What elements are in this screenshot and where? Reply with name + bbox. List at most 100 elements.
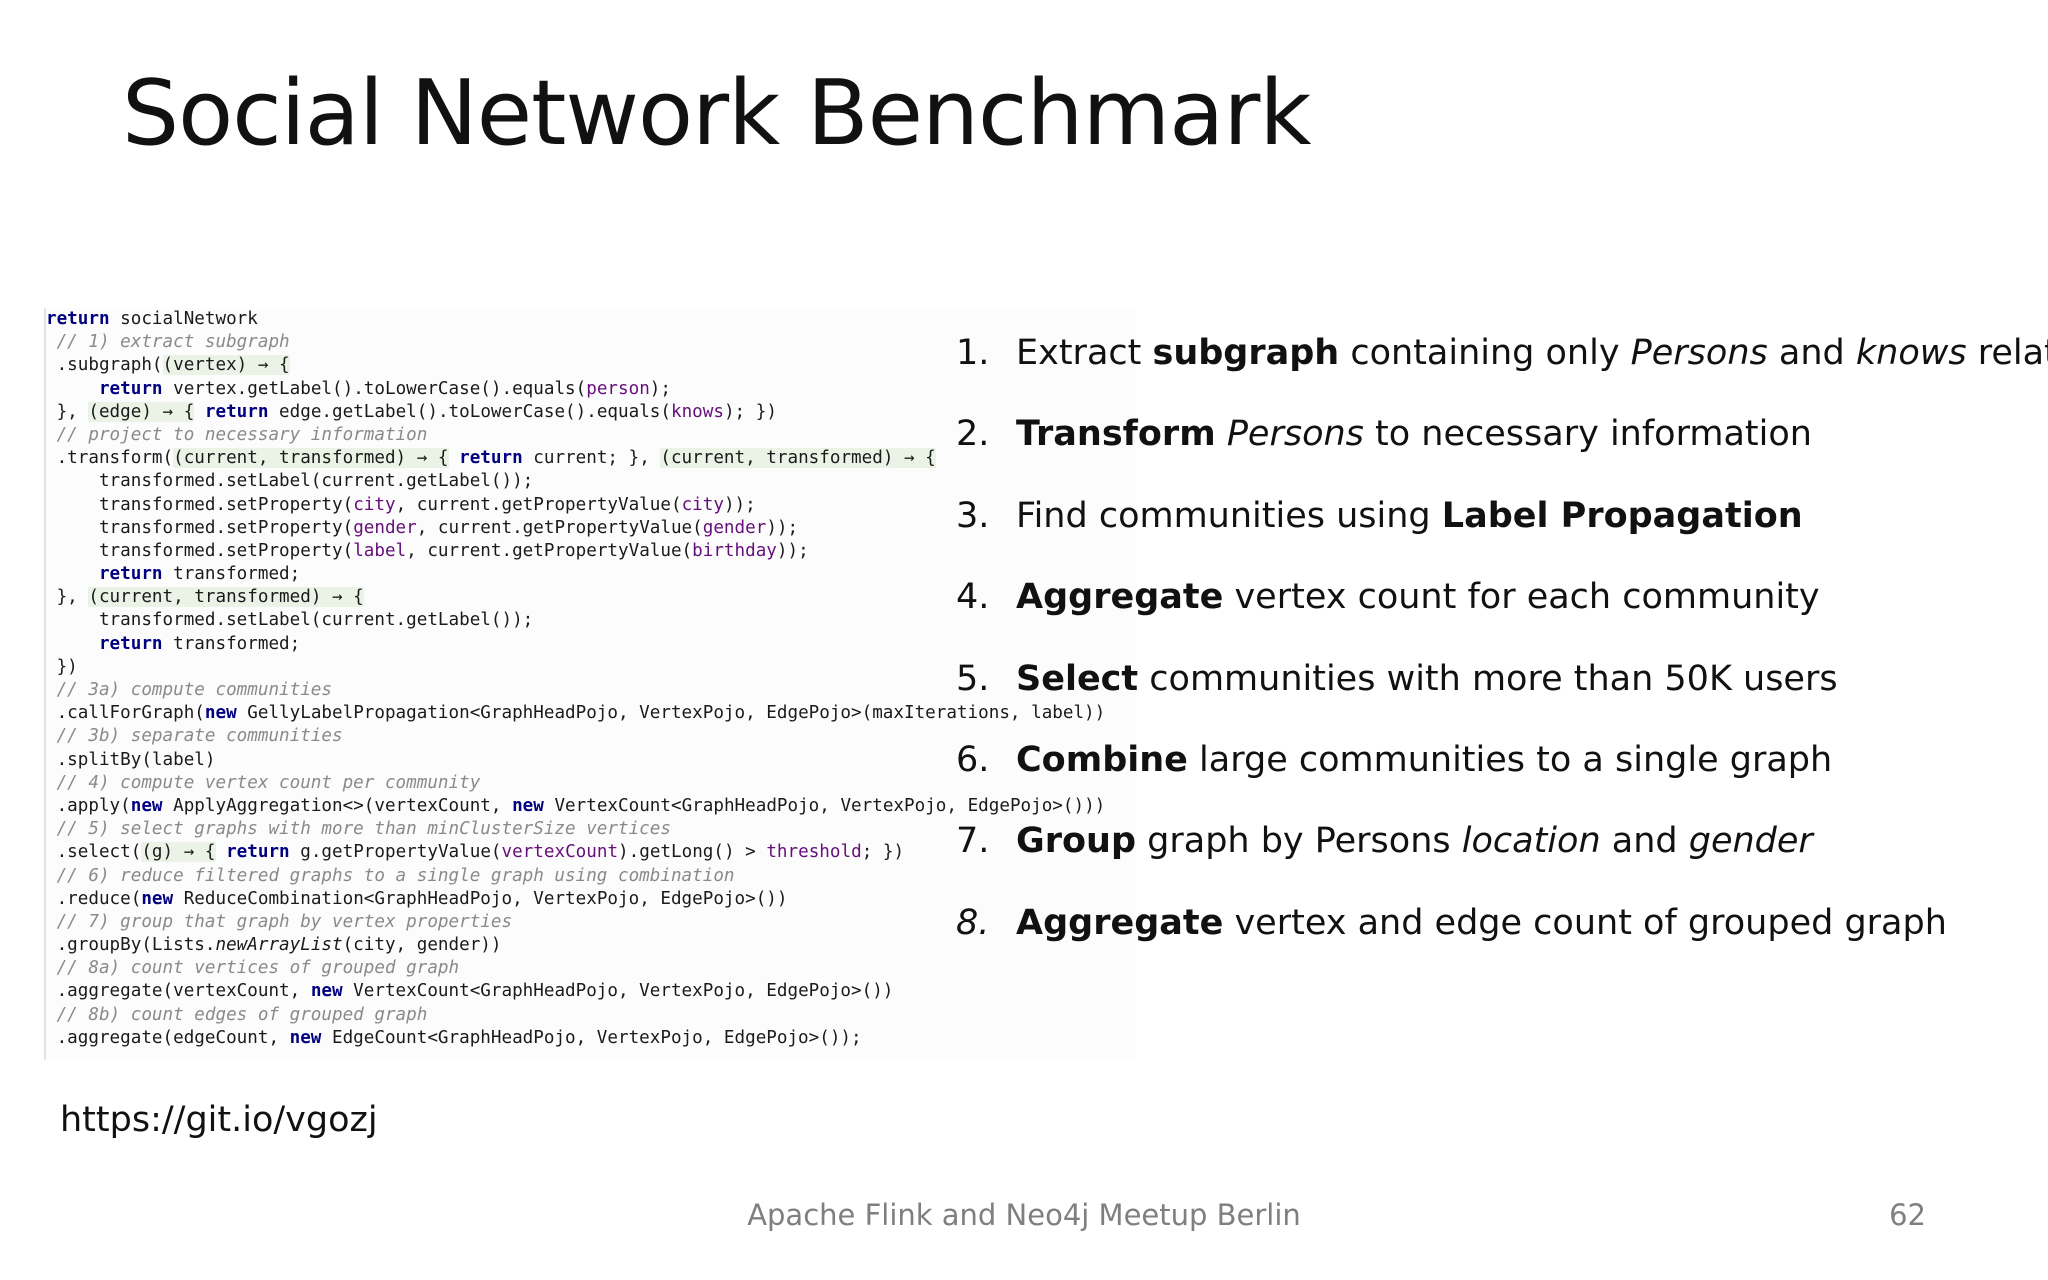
code-token: ); [649,378,671,399]
step-text: Aggregate vertex count for each communit… [1016,574,1820,620]
code-token [46,912,57,932]
code-line: // 8a) count vertices of grouped graph [46,957,1136,980]
step-number: 4. [956,577,990,618]
code-token: return [98,633,163,654]
code-token: // 1) extract subgraph [56,332,290,353]
code-token [46,1005,57,1025]
code-token [46,958,57,978]
slide-footer: Apache Flink and Neo4j Meetup Berlin [747,1198,1301,1232]
code-token: transformed; [162,633,301,654]
step-text: Group graph by Persons location and gend… [1016,818,1813,864]
code-token: (current, transformed) → { [660,448,936,469]
code-token [194,402,205,422]
source-url[interactable]: https://git.io/vgozj [60,1100,378,1140]
step-text: Aggregate vertex and edge count of group… [1016,900,1947,946]
code-token: (g) → { [141,842,216,863]
code-token: current; }, [522,448,661,469]
code-token: new [289,1027,322,1048]
code-token: return [46,309,110,329]
code-token [46,564,99,584]
code-token [46,332,57,352]
slide-title: Social Network Benchmark [122,61,1311,166]
code-line: }, (edge) → { return edge.getLabel().toL… [46,401,1136,424]
code-token: birthday [692,540,777,561]
step-text: Combine large communities to a single gr… [1016,737,1832,783]
code-token: ReduceCombination<GraphHeadPojo, VertexP… [173,888,788,909]
code-token: // 3b) separate communities [56,726,343,747]
code-token: .subgraph( [46,355,163,376]
step-emphasis: Label Propagation [1441,495,1803,536]
step-text: Find communities using Label Propagation [1016,493,1803,539]
step-text-part: graph by Persons [1136,821,1462,862]
code-line: // 8b) count edges of grouped graph [46,1004,1136,1027]
code-token [46,634,99,654]
code-line: return socialNetwork [46,308,1136,331]
code-line: // 3a) compute communities [46,679,1136,702]
code-token: , current.getPropertyValue( [395,494,682,515]
code-line: .apply(new ApplyAggregation<>(vertexCoun… [46,795,1136,818]
code-token: threshold [766,842,862,863]
code-token: return [459,448,523,469]
code-token: (vertex) → { [162,355,290,376]
code-token: .callForGraph( [46,703,205,724]
code-line: // 4) compute vertex count per community [46,772,1136,795]
code-line: // 7) group that graph by vertex propert… [46,911,1136,934]
step-text: Transform Persons to necessary informati… [1016,411,1812,457]
code-line: transformed.setProperty(gender, current.… [46,517,1136,540]
code-line: transformed.setLabel(current.getLabel())… [46,470,1136,493]
code-token: // project to necessary information [56,424,428,445]
code-token: new [130,795,163,816]
code-line: // 3b) separate communities [46,725,1136,748]
code-token: (edge) → { [88,401,195,422]
code-token: ); }) [723,401,777,422]
code-token: transformed.setLabel(current.getLabel())… [46,471,534,492]
step-italic: location [1461,821,1601,862]
step-text-part: and [1767,333,1856,373]
code-token: ; }) [861,842,905,863]
code-token: label [353,540,407,561]
step-emphasis: Aggregate [1016,902,1224,943]
step-number: 6. [956,739,990,780]
code-line: .splitBy(label) [46,749,1136,772]
code-listing: return socialNetwork // 1) extract subgr… [44,308,1136,1060]
code-token: // 4) compute vertex count per community [56,772,481,793]
step-number: 7. [956,821,990,862]
code-token: newArrayList [215,935,343,956]
code-token [216,842,227,862]
code-token: .groupBy(Lists. [46,935,216,956]
step-text-part: Find communities using [1016,495,1442,536]
step-italic: knows [1855,333,1967,373]
code-token: VertexCount<GraphHeadPojo, VertexPojo, E… [342,981,894,1002]
step-text-part: Extract [1016,333,1153,373]
step-italic: gender [1688,821,1813,862]
page-number: 62 [1889,1198,1926,1232]
code-token: )); [723,494,756,515]
code-token: return [204,401,269,422]
code-token: city [353,494,396,515]
step-emphasis: Select [1016,658,1139,699]
code-token: // 5) select graphs with more than minCl… [56,819,671,840]
code-token: .splitBy(label) [46,749,216,770]
code-token: ApplyAggregation<>(vertexCount, [162,795,513,816]
code-line: }) [46,656,1136,679]
code-token: socialNetwork [109,309,258,329]
code-token: transformed.setProperty( [46,540,354,561]
step-emphasis: Transform [1016,414,1216,455]
step-text-part: and [1600,821,1689,862]
code-token [46,866,57,886]
step-text-part [1216,414,1227,454]
code-line: return vertex.getLabel().toLowerCase().e… [46,378,1136,401]
code-token: }) [46,656,78,677]
code-token [46,773,57,793]
code-token: gender [353,517,417,538]
code-token [46,819,57,839]
code-token: vertexCount [501,842,619,863]
code-token: EdgeCount<GraphHeadPojo, VertexPojo, Edg… [321,1027,862,1048]
code-token: return [98,564,163,585]
code-token: VertexCount<GraphHeadPojo, VertexPojo, E… [543,795,1106,816]
code-line: transformed.setProperty(city, current.ge… [46,494,1136,517]
code-line: .subgraph((vertex) → { [46,354,1136,377]
code-token: g.getPropertyValue( [289,842,502,863]
code-token: , current.getPropertyValue( [406,540,693,561]
code-token [46,379,99,399]
